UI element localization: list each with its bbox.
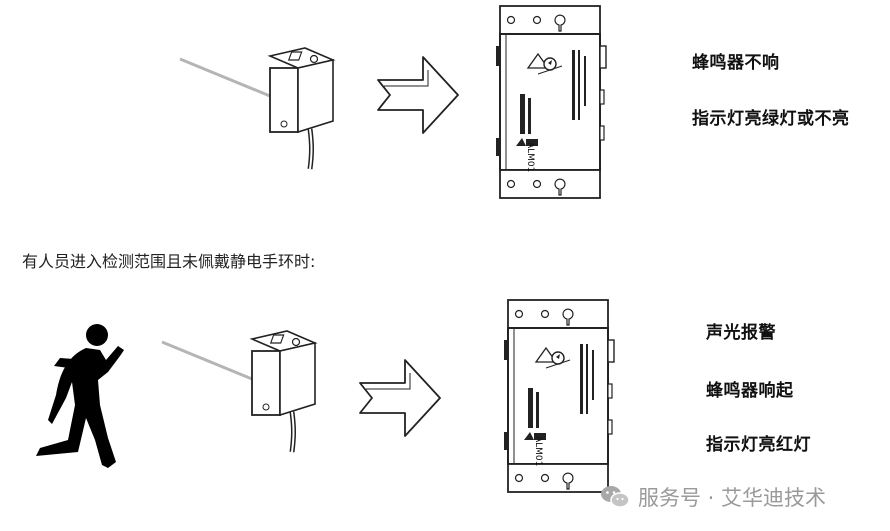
top-status-indicator: 指示灯亮绿灯或不亮: [692, 109, 850, 129]
watermark-text: 服务号 · 艾华迪技术: [638, 486, 827, 510]
bottom-device-model: ALM01: [533, 436, 543, 467]
top-sensor: [180, 48, 333, 169]
bottom-status-indicator: 指示灯亮红灯: [706, 435, 811, 455]
watermark: 服务号 · 艾华迪技术: [600, 482, 826, 512]
scenario-caption: 有人员进入检测范围且未佩戴静电手环时:: [22, 252, 316, 271]
bottom-sensor: [162, 331, 315, 452]
bottom-arrow: [359, 359, 441, 437]
top-status-buzzer: 蜂鸣器不响: [692, 53, 780, 73]
walking-person-figure: [36, 324, 124, 468]
wechat-icon: [601, 486, 630, 508]
bottom-alarm-device: [503, 299, 615, 493]
top-arrow: [377, 56, 459, 134]
bottom-status-alarm: 声光报警: [706, 323, 776, 343]
top-alarm-device: [495, 5, 607, 199]
top-device-model: ALM01: [525, 142, 535, 173]
bottom-status-buzzer: 蜂鸣器响起: [706, 381, 794, 401]
